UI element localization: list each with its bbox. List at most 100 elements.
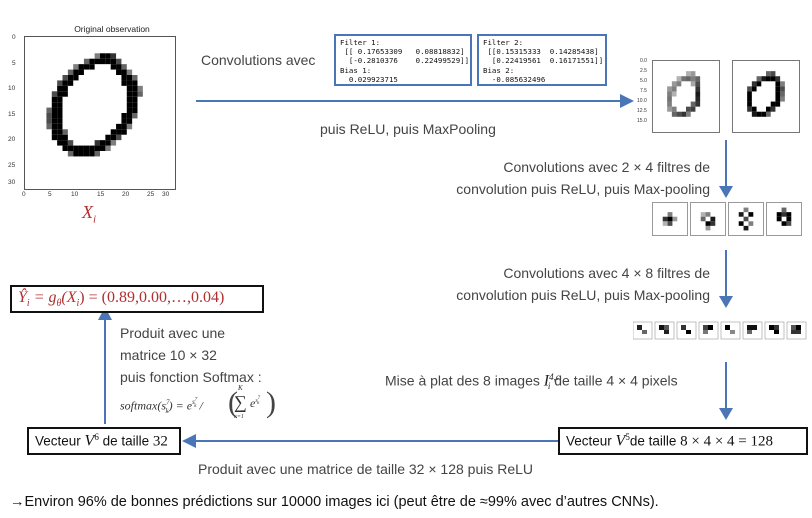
conv1-ytick: 15.0 [637, 118, 647, 124]
v5-symbol: V [615, 432, 626, 450]
v6-prefix: Vecteur [35, 433, 81, 449]
observation-caption-var: X [82, 202, 93, 222]
step3-text: Convolutions avec 4 × 8 filtres de convo… [420, 262, 710, 306]
flatten-symbol: I [543, 372, 550, 390]
observation-ytick: 0 [12, 34, 16, 41]
softmax-sum-term-exp-sub: κ [257, 401, 260, 407]
conv1-output-2 [732, 60, 800, 133]
arrow-softmax [98, 307, 112, 424]
filter1-text: Filter 1: [[ 0.17653309 0.08818832] [-0.… [340, 38, 470, 84]
softmax-formula-exp-sub: k [194, 403, 197, 409]
step3-line1: Convolutions avec 4 × 8 filtres de [503, 265, 710, 281]
step1-label: Convolutions avec [201, 52, 316, 68]
step1-sublabel: puis ReLU, puis MaxPooling [320, 121, 496, 137]
observation-panel: Original observation [4, 24, 184, 224]
filter2-box: Filter 2: [[0.15315333 0.14285438] [0.22… [477, 34, 607, 86]
observation-xtick: 25 [147, 191, 155, 198]
softmax-sum-upper: K [238, 384, 243, 392]
conv2-outputs [652, 202, 804, 238]
conv1-ytick: 12.5 [637, 108, 647, 114]
output-arg-sub: i [76, 298, 80, 310]
output-rhs: ) = (0.89,0.00,…,0.04) [79, 289, 225, 306]
softmax-text: Produit avec une matrice 10 × 32 puis fo… [120, 322, 262, 388]
observation-xtick: 20 [122, 191, 130, 198]
observation-ytick: 30 [8, 179, 16, 186]
observation-ytick: 10 [8, 85, 16, 92]
softmax-formula-arg-close: ) [168, 398, 173, 413]
flatten-suffix: de taille 4 × 4 pixels [554, 372, 678, 389]
softmax-line1: Produit avec une [120, 325, 226, 341]
output-eq: = g [29, 289, 57, 306]
conv2-map [728, 202, 764, 236]
softmax-sum-term-exp-sup: 7 [257, 396, 261, 401]
conv1-map-1 [667, 71, 701, 117]
step2-line1: Convolutions avec 2 × 4 filtres de [503, 159, 710, 175]
softmax-formula-arg-sub: k [165, 406, 169, 415]
output-lhs: Ŷ [18, 289, 27, 306]
v6-symbol: V [84, 432, 95, 450]
observation-ytick: 25 [8, 162, 16, 169]
conv1-output-1 [652, 60, 720, 133]
filter1-box: Filter 1: [[ 0.17653309 0.08818832] [-0.… [334, 34, 472, 86]
conv3-maps [632, 321, 807, 340]
observation-xtick: 0 [22, 191, 26, 198]
flatten-prefix: Mise à plat des 8 images [385, 372, 540, 389]
flatten-text: Mise à plat des 8 images I4,ci de taille… [385, 372, 678, 391]
softmax-formula-exp: s [192, 398, 195, 407]
flatten-sub: i [547, 381, 551, 392]
observation-image [24, 36, 176, 190]
observation-ytick: 5 [12, 60, 16, 67]
arrow-dense1 [182, 434, 558, 448]
conv1-map-2 [747, 71, 785, 117]
observation-xtick: 30 [162, 191, 170, 198]
v5-sup: 5 [625, 432, 630, 442]
arrow-flatten [719, 362, 733, 420]
softmax-formula-arg: (s [157, 398, 167, 413]
softmax-formula-name: softmax [120, 398, 158, 413]
digit-zero-image [46, 53, 143, 157]
step2-line2: convolution puis ReLU, puis Max-pooling [456, 181, 710, 197]
conv3-outputs [632, 320, 809, 342]
observation-title: Original observation [74, 24, 150, 34]
arrow-step3 [719, 250, 733, 308]
softmax-line2: matrice 10 × 32 [120, 347, 217, 363]
output-box: Ŷi = gθ(Xi) = (0.89,0.00,…,0.04) [10, 285, 264, 313]
softmax-formula-arg-sup: 7 [166, 398, 170, 407]
conv2-map [766, 202, 802, 236]
conv1-ytick: 2.5 [640, 68, 647, 74]
step3-line2: convolution puis ReLU, puis Max-pooling [456, 287, 710, 303]
arrow-step1 [196, 94, 634, 108]
v6-box: Vecteur V6 de taille 32 [27, 427, 181, 455]
conv1-ytick: 10.0 [637, 98, 647, 104]
footer-sentence: Environ 96% de bonnes prédictions sur 10… [24, 494, 659, 510]
conv2-map [652, 202, 688, 236]
softmax-sum-lower: κ=1 [234, 414, 244, 420]
observation-xtick: 5 [48, 191, 52, 198]
footer-text: →Environ 96% de bonnes prédictions sur 1… [10, 494, 659, 510]
v5-suffix: de taille [629, 433, 677, 449]
observation-xtick: 15 [97, 191, 105, 198]
conv2-map [690, 202, 726, 236]
softmax-formula-eq: = e [172, 398, 193, 413]
output-arg: (X [61, 289, 77, 306]
step2-text: Convolutions avec 2 × 4 filtres de convo… [420, 156, 710, 200]
softmax-line3: puis fonction Softmax : [120, 369, 262, 385]
softmax-formula: softmax(s7k) = es7k / ( K ∑ κ=1 es7κ ) [120, 384, 276, 420]
v5-expr: 8 × 4 × 4 = 128 [680, 433, 774, 450]
observation-xtick: 10 [71, 191, 79, 198]
softmax-sum-term: e [250, 396, 256, 410]
observation-caption: Xi [82, 202, 96, 226]
conv1-ytick: 7.5 [640, 88, 647, 94]
flatten-sup: 4,c [549, 372, 560, 382]
footer-arrow: → [10, 494, 25, 510]
softmax-sum-symbol: ∑ [234, 392, 247, 412]
v5-prefix: Vecteur [566, 433, 612, 449]
softmax-sum-term-exp: s [255, 398, 258, 404]
output-theta: θ [56, 298, 62, 310]
conv1-ytick: 0.0 [640, 58, 647, 64]
observation-caption-sub: i [93, 213, 97, 226]
softmax-formula-exp-sup: 7 [194, 398, 198, 403]
filter2-text: Filter 2: [[0.15315333 0.14285438] [0.22… [483, 38, 604, 84]
v6-suffix: de taille [102, 433, 150, 449]
output-lhs-sub: i [26, 298, 30, 310]
